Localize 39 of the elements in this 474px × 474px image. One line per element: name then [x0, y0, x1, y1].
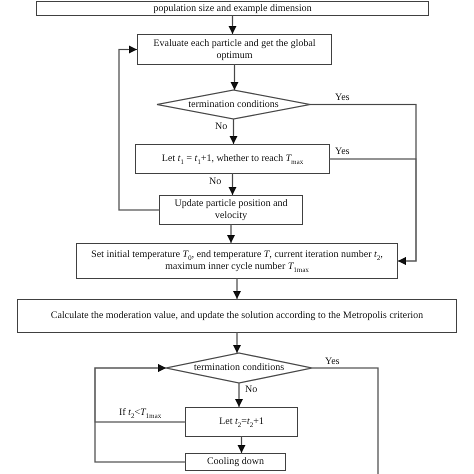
node-text: Cooling down	[206, 456, 265, 468]
decision-diamond	[157, 90, 310, 119]
arrow	[235, 383, 243, 407]
node-text: termination conditions	[187, 98, 280, 110]
process-box	[185, 407, 298, 437]
arrow	[233, 279, 241, 299]
arrow	[94, 364, 185, 463]
node-text: Evaluate each particle and get the global optimum	[152, 38, 317, 62]
edge-label: No	[244, 384, 258, 395]
node-text: Let t$_{2}$=t$_{2}$+1	[218, 416, 265, 428]
edge-label: Yes	[334, 146, 351, 157]
edge-label: No	[208, 176, 222, 187]
node-text: Let t$_{1}$ = t$_{1}$+1, whether to reach T$_{max}$	[160, 153, 304, 165]
arrow	[230, 65, 238, 90]
arrow	[227, 225, 235, 243]
arrow	[230, 119, 238, 144]
arrow	[118, 46, 159, 211]
arrow	[233, 333, 241, 353]
arrow	[330, 158, 417, 265]
process-box	[17, 299, 457, 333]
arrow	[228, 16, 236, 34]
edge-label: If t$_{2}$<T$_{1max}$	[118, 407, 162, 418]
edge-label: Yes	[334, 92, 351, 103]
process-box	[135, 144, 330, 174]
process-box	[159, 195, 303, 225]
arrow	[238, 437, 246, 453]
process-box	[36, 1, 429, 16]
node-text: population size and example dimension	[152, 2, 313, 14]
arrow	[228, 174, 236, 195]
node-text: Calculate the moderation value, and update the solution according to the Metropolis criterion	[50, 310, 424, 322]
process-box	[137, 34, 332, 65]
process-box	[76, 243, 398, 279]
edge-label: Yes	[324, 356, 341, 367]
decision-diamond	[166, 353, 312, 383]
process-box	[185, 453, 286, 471]
node-text: Update particle position and velocity	[173, 198, 289, 222]
node-text: termination conditions	[192, 362, 286, 374]
edge-label: No	[214, 121, 228, 132]
node-text: Set initial temperature T$_{0}$, end temperature T, current iteration number t$_{2}$, maximum inner cycle number T$_{1max}$	[90, 249, 384, 273]
